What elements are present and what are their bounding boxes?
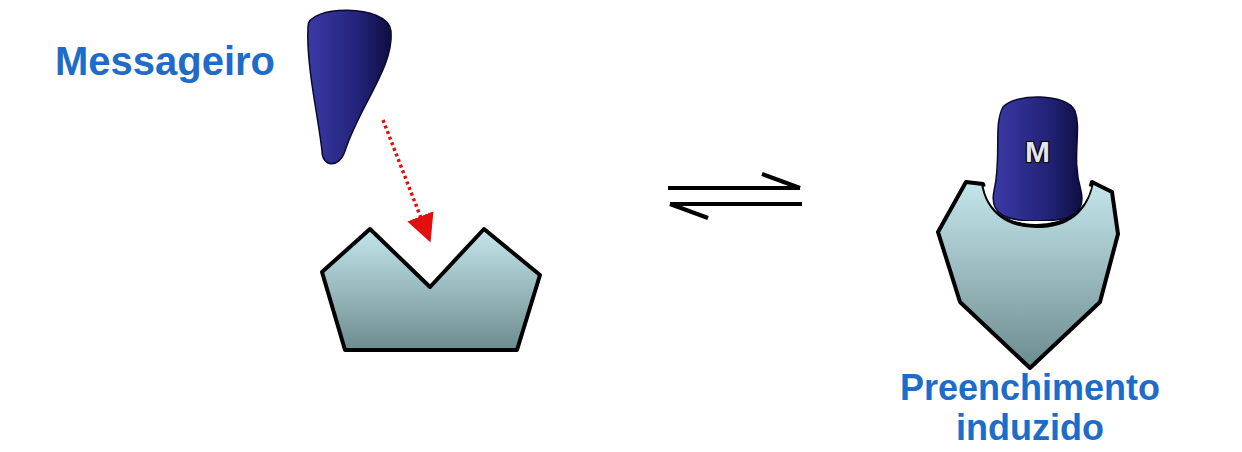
messenger-label: Messageiro <box>55 39 275 84</box>
receptor-shape <box>322 229 540 350</box>
messenger-shape <box>298 5 398 165</box>
messenger-letter: M <box>985 135 1090 169</box>
caption-label: Preenchimento induzido <box>885 368 1175 447</box>
messenger: Messageiro <box>298 5 398 165</box>
equilibrium-arrows <box>668 174 802 218</box>
messenger: M <box>985 95 1090 221</box>
binding-arrow <box>383 120 428 236</box>
